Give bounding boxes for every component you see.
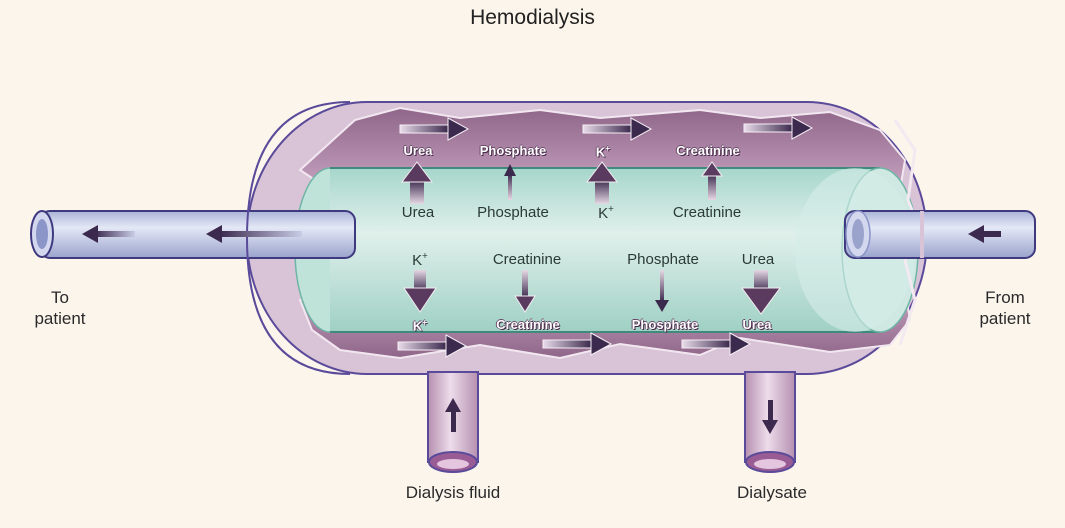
dialysate-solute-label-potassium: K+ bbox=[595, 143, 611, 160]
dialysis-fluid-label: Dialysis fluid bbox=[405, 483, 501, 502]
solute-label-creatinine: Creatinine bbox=[672, 204, 742, 221]
solute-label-potassium: K+ bbox=[598, 204, 614, 222]
dialysate-flow-arrow bbox=[399, 117, 470, 141]
dialysate-flow-arrow bbox=[743, 116, 814, 140]
blood-flow-arrow bbox=[206, 225, 302, 243]
dialysate-outlet-tube bbox=[744, 371, 796, 463]
blood-flow-arrow bbox=[82, 225, 135, 243]
solute-label-phosphate: Phosphate bbox=[627, 251, 699, 268]
dialysate-solute-label-phosphate: Phosphate bbox=[479, 143, 547, 158]
dialysate-flow-arrow bbox=[681, 332, 752, 356]
to-patient-label: To patient bbox=[34, 288, 86, 328]
dialysate-flow-arrow bbox=[582, 117, 653, 141]
dialysate-outflow-arrow bbox=[762, 400, 778, 434]
dialysate-flow-arrow bbox=[542, 332, 613, 356]
solute-label-phosphate: Phosphate bbox=[477, 204, 549, 221]
diffusion-arrow-k-lower bbox=[403, 270, 437, 313]
diagram-title: Hemodialysis bbox=[470, 6, 595, 29]
dialysis-fluid-inflow-arrow bbox=[445, 398, 461, 432]
blood-inlet-tube bbox=[844, 210, 1036, 259]
diffusion-arrow-urea-lower bbox=[741, 270, 781, 315]
dialysate-solute-label-urea: Urea bbox=[742, 317, 772, 332]
dialysate-solute-label-creatinine: Creatinine bbox=[676, 143, 740, 158]
from-patient-label: From patient bbox=[979, 288, 1031, 328]
solute-label-urea: Urea bbox=[741, 251, 775, 268]
dialysate-solute-label-potassium: K+ bbox=[412, 317, 428, 334]
solute-label-creatinine: Creatinine bbox=[492, 251, 562, 268]
dialysate-solute-label-urea: Urea bbox=[403, 143, 433, 158]
solute-label-urea: Urea bbox=[401, 204, 435, 221]
diffusion-arrow-phosphate-lower bbox=[655, 270, 669, 312]
diffusion-arrow-creatinine-lower bbox=[514, 270, 536, 313]
dialysate-solute-label-creatinine: Creatinine bbox=[496, 317, 560, 332]
diffusion-arrow-urea-upper bbox=[401, 161, 433, 204]
diffusion-arrow-creatinine-upper bbox=[701, 161, 723, 200]
diffusion-arrow-k-upper bbox=[586, 161, 618, 204]
blood-flow-arrow bbox=[968, 225, 1001, 243]
solute-label-potassium: K+ bbox=[412, 251, 428, 269]
dialysate-flow-arrow bbox=[397, 334, 468, 358]
dialysate-label: Dialysate bbox=[737, 483, 807, 502]
diffusion-arrow-phosphate-upper bbox=[504, 164, 516, 200]
dialysate-solute-label-phosphate: Phosphate bbox=[631, 317, 699, 332]
